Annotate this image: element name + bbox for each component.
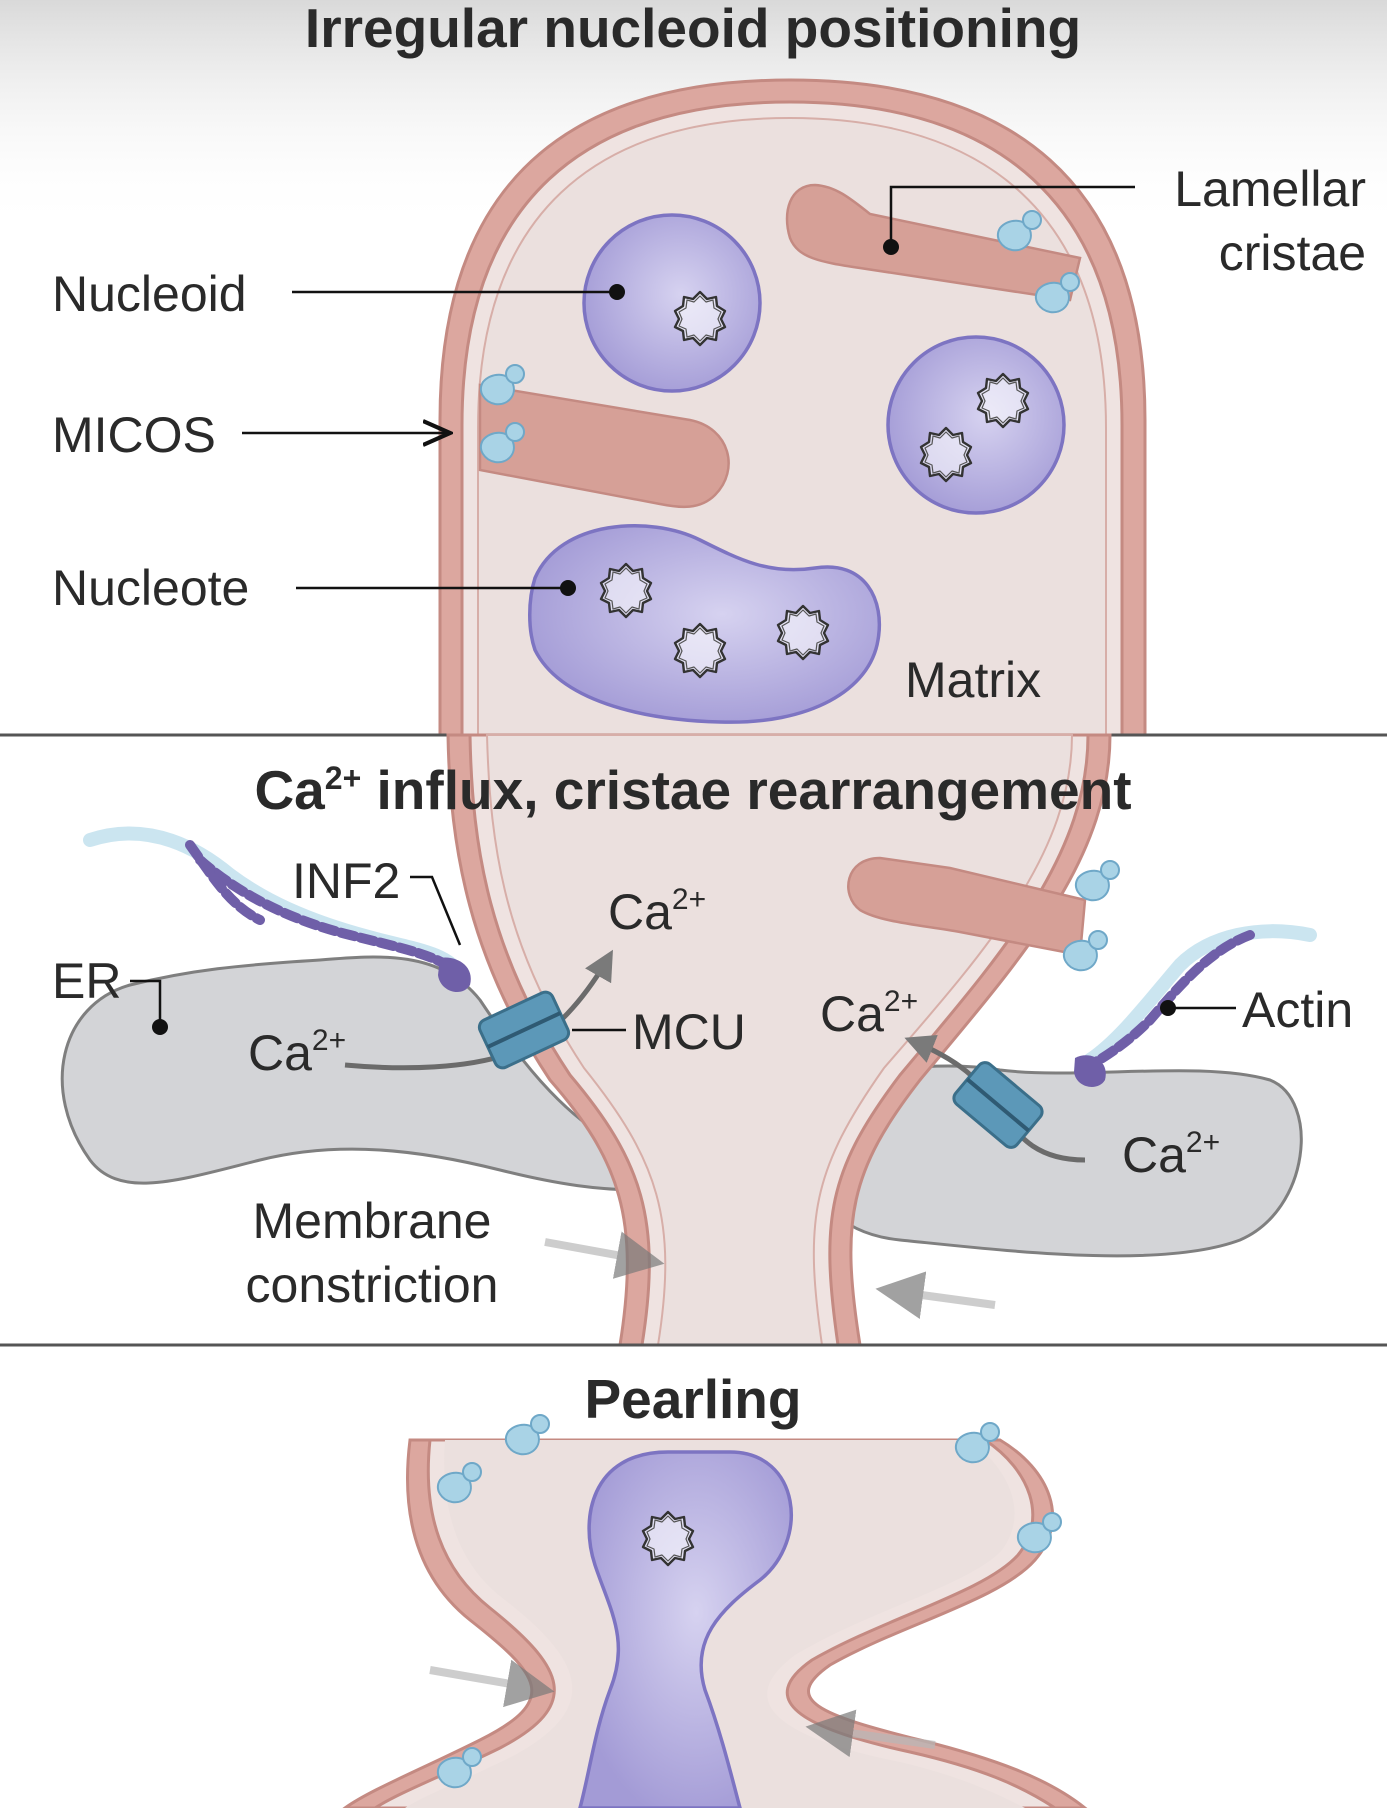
label-ca-3: Ca2+: [820, 985, 918, 1042]
leader-lamellar: [889, 185, 1135, 245]
constriction-arrow-left: [544, 1231, 665, 1279]
title-ca: Ca: [254, 759, 325, 821]
crista-right-middle: [847, 856, 1087, 957]
constriction-arrow-right: [875, 1271, 996, 1319]
actin-filament-right: [1074, 924, 1317, 1087]
nucleoid-2: [886, 335, 1066, 515]
mcu-channel-left: [344, 949, 613, 1071]
label-matrix: Matrix: [905, 652, 1041, 708]
mcu-channel-right: [904, 1034, 1086, 1163]
leader-inf2: [410, 875, 462, 946]
leader-er: [130, 979, 162, 1025]
label-ca-4: Ca2+: [1122, 1126, 1220, 1183]
pearling-arrow-left: [429, 1659, 555, 1708]
nucleoid-1: [582, 213, 762, 393]
label-inf2: INF2: [292, 853, 400, 909]
svg-text:Ca2+: Ca2+: [608, 883, 706, 940]
leader-dot: [560, 580, 576, 596]
pearling-arrow-right: [805, 1709, 936, 1758]
label-lamellar-line2: cristae: [1219, 225, 1366, 281]
leader-dot: [152, 1019, 168, 1035]
label-er: ER: [52, 953, 121, 1009]
panel-title-bottom: Pearling: [584, 1368, 801, 1430]
dna-loop-icon: [976, 372, 1030, 429]
dna-loop-icon: [599, 562, 653, 619]
dna-loop-icon: [641, 1510, 695, 1567]
label-ca-1: Ca2+: [608, 883, 706, 940]
label-micos: MICOS: [52, 407, 216, 463]
leader-dot: [1160, 1000, 1176, 1016]
label-lamellar-line1: Lamellar: [1174, 161, 1366, 217]
dna-loop-icon: [673, 622, 727, 679]
label-nucleote: Nucleote: [52, 560, 249, 616]
label-mcu: MCU: [632, 1004, 746, 1060]
micos-complex-middle: [1074, 860, 1120, 902]
label-nucleoid: Nucleoid: [52, 266, 247, 322]
dna-loop-icon: [673, 290, 727, 347]
label-membrane-line1: Membrane: [253, 1193, 492, 1249]
label-ca-2: Ca2+: [248, 1024, 346, 1081]
panel-title-top: Irregular nucleoid positioning: [305, 0, 1081, 59]
svg-text:Ca2+: Ca2+: [1122, 1126, 1220, 1183]
panel-middle: Ca2+ influx, cristae rearrangement INF2 …: [52, 733, 1353, 1347]
title-rest: influx, cristae rearrangement: [361, 759, 1131, 821]
mitochondrion-matrix-middle: [485, 734, 1074, 1346]
lamellar-crista-top: [785, 183, 1082, 302]
svg-text:Ca2+: Ca2+: [248, 1024, 346, 1081]
svg-text:Ca2+: Ca2+: [820, 985, 918, 1042]
actin-filament-left: [83, 826, 471, 993]
leader-dot: [609, 284, 625, 300]
dna-loop-icon: [776, 604, 830, 661]
label-membrane-line2: constriction: [246, 1257, 499, 1313]
panel-bottom: Pearling: [342, 1368, 1088, 1808]
panel-top: Irregular nucleoid positioning Nucleoid …: [0, 0, 1387, 737]
dna-loop-icon: [919, 426, 973, 483]
leader-dot: [883, 239, 899, 255]
label-actin: Actin: [1242, 982, 1353, 1038]
crista-left: [478, 383, 730, 509]
title-ca-sup: 2+: [325, 760, 361, 796]
panel-title-middle: Ca2+ influx, cristae rearrangement: [254, 759, 1131, 821]
